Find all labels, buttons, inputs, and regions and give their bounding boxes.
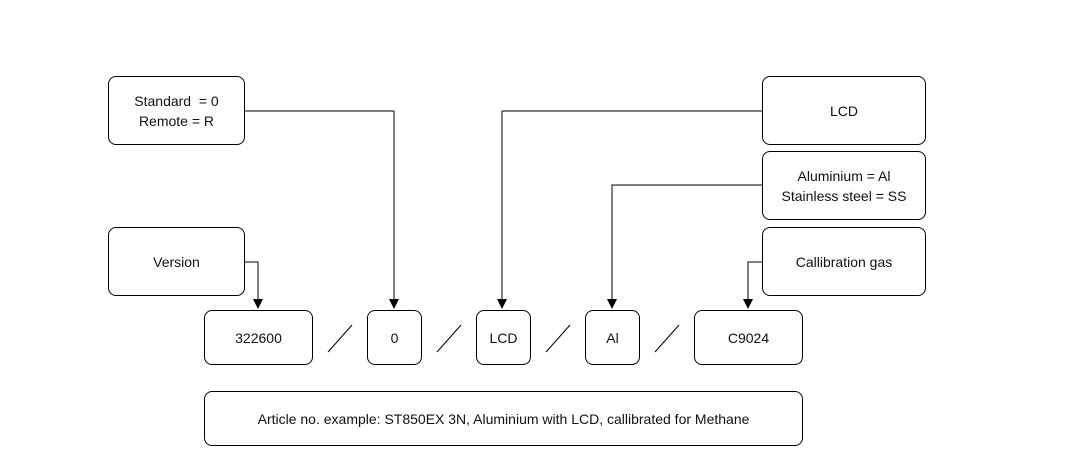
- material-option-box: Aluminium = Al Stainless steel = SS: [762, 151, 926, 220]
- code-gas-box: C9024: [694, 310, 803, 365]
- connector-remote-to-code: [244, 110, 399, 309]
- separator-slash-3: [545, 324, 571, 353]
- connector-lcd-to-code: [497, 110, 762, 309]
- separator-slash-1: [327, 324, 353, 353]
- remote-option-box: Standard = 0 Remote = R: [108, 76, 245, 145]
- version-box: Version: [108, 227, 245, 296]
- code-remote-box: 0: [367, 310, 422, 365]
- separator-slash-2: [436, 324, 462, 353]
- code-version-box: 322600: [204, 310, 313, 365]
- connector-version-to-code: [244, 261, 263, 309]
- calibration-gas-box: Callibration gas: [762, 227, 926, 296]
- code-material-box: Al: [585, 310, 640, 365]
- lcd-label-box: LCD: [762, 76, 926, 145]
- separator-slash-4: [654, 324, 680, 353]
- code-lcd-box: LCD: [476, 310, 531, 365]
- article-example-box: Article no. example: ST850EX 3N, Alumini…: [204, 391, 803, 446]
- connector-gas-to-code: [743, 261, 762, 309]
- connector-material-to-code: [607, 184, 762, 309]
